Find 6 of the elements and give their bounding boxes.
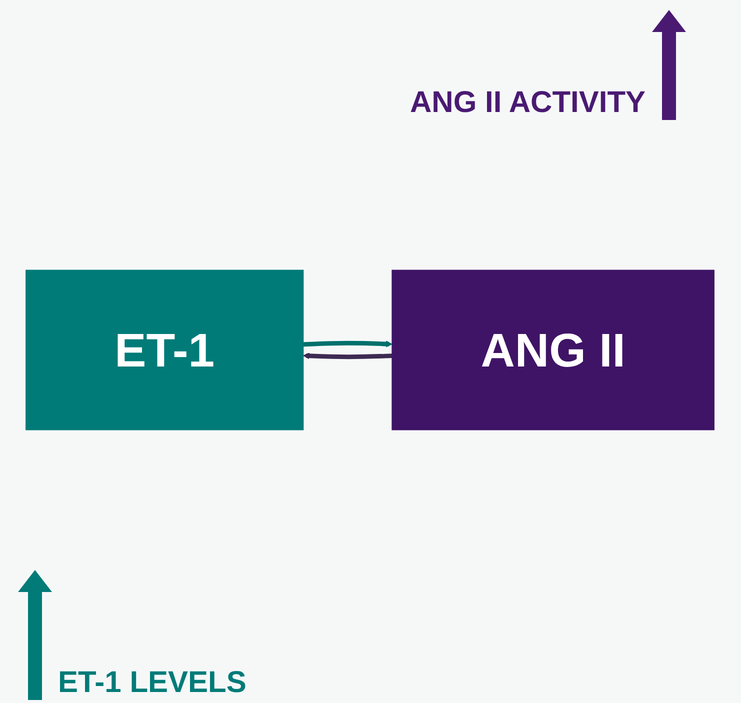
arrow [303,340,392,348]
arrow [303,352,392,360]
node-box: ANG II [392,270,714,430]
node-box: ET-1 [26,270,304,430]
direction-label: ANG II ACTIVITY [410,86,646,120]
direction-label: ET-1 LEVELS [58,666,246,700]
